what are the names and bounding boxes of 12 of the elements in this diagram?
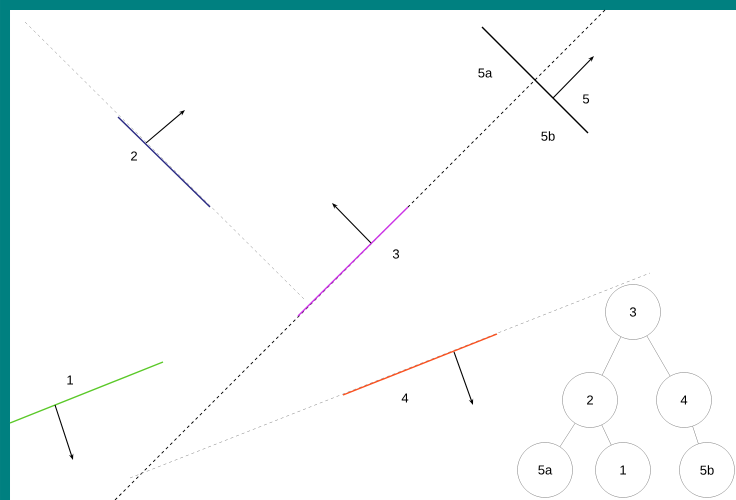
tree-edge — [602, 424, 612, 446]
tree-edge — [602, 336, 622, 376]
segment-label: 5b — [541, 131, 555, 141]
tree-edge — [560, 423, 576, 447]
segment-label: 1 — [67, 376, 73, 384]
tree-edge — [692, 426, 699, 444]
segment-label: 3 — [392, 249, 400, 259]
segment-label: 2 — [131, 151, 137, 161]
tree-edge — [646, 336, 670, 376]
segment-label: 5 — [582, 94, 590, 104]
segment-label: 4 — [402, 394, 408, 402]
segment-label: 5a — [478, 68, 492, 78]
